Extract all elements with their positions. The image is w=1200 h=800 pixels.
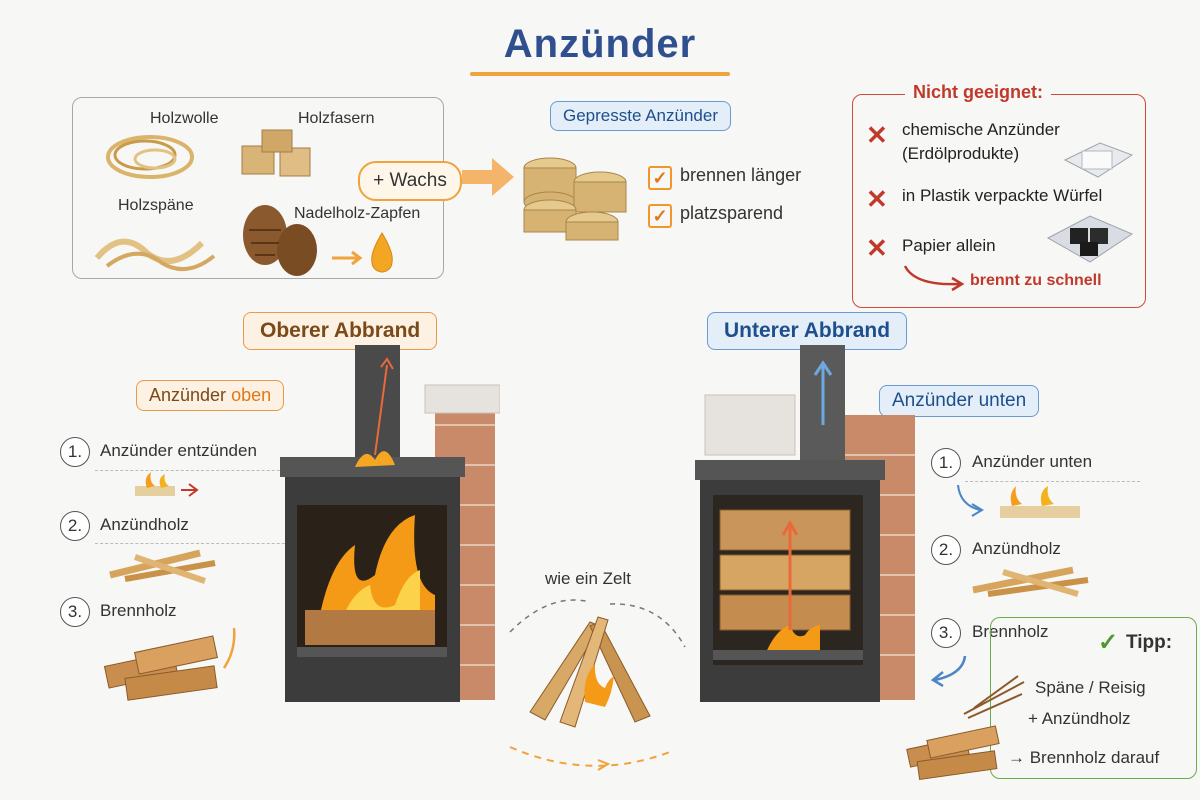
divider bbox=[965, 481, 1140, 482]
bad-item-chemical: chemische Anzünder bbox=[902, 120, 1060, 139]
tip-line-2: + Anzündholz bbox=[1028, 709, 1131, 728]
small-fire-icon bbox=[135, 472, 199, 497]
checkbox-icon: ✓ bbox=[648, 166, 672, 190]
bad-item-plastic: in Plastik verpackte Würfel bbox=[902, 186, 1103, 205]
tag-highlight: oben bbox=[231, 385, 272, 405]
cross-icon: ✕ bbox=[866, 184, 888, 214]
tag-prefix: Anzünder bbox=[149, 385, 232, 405]
wood-fiber-blocks-icon bbox=[241, 129, 311, 177]
top-step-2-text: Anzündholz bbox=[100, 515, 189, 534]
pressed-firelighters-icon bbox=[523, 157, 627, 241]
top-burn-stove-illustration bbox=[280, 345, 500, 702]
plastic-pack-icon bbox=[1063, 142, 1134, 178]
step-number: 1. bbox=[60, 437, 90, 467]
bottom-step-2-text: Anzündholz bbox=[972, 539, 1061, 558]
not-suitable-title: Nicht geeignet: bbox=[905, 82, 1052, 103]
tip-title: Tipp: bbox=[1126, 632, 1173, 653]
benefit-space-saving: platzsparend bbox=[680, 203, 784, 223]
step-number: 3. bbox=[60, 597, 90, 627]
ingredient-zapfen-label: Nadelholz-Zapfen bbox=[294, 205, 421, 222]
kindling-icon bbox=[109, 549, 216, 584]
curved-arrow-red-icon bbox=[903, 265, 965, 292]
divider bbox=[95, 543, 305, 544]
page-title: Anzünder bbox=[503, 22, 697, 66]
bad-item-chemical-note: (Erdölprodukte) bbox=[902, 144, 1020, 163]
curved-arrow-blue-icon bbox=[930, 655, 967, 687]
ingredient-holzwolle-label: Holzwolle bbox=[150, 110, 219, 127]
tip-line-1: Späne / Reisig bbox=[1035, 678, 1146, 697]
checkmark-icon: ✓ bbox=[1098, 629, 1119, 656]
wood-wool-icon bbox=[106, 135, 194, 179]
firelighter-fire-icon bbox=[957, 484, 1080, 518]
tip-panel bbox=[990, 617, 1197, 779]
top-step-1-text: Anzünder entzünden bbox=[100, 441, 257, 460]
pine-cone-icon bbox=[243, 205, 317, 276]
step-number: 2. bbox=[931, 535, 961, 565]
kindling-icon bbox=[972, 566, 1089, 597]
firewood-pile-icon bbox=[906, 725, 1000, 781]
top-step-3-text: Brennholz bbox=[100, 601, 177, 620]
top-burn-label: Oberer Abbrand bbox=[243, 312, 438, 350]
bottom-burn-firelighter-tag: Anzünder unten bbox=[879, 385, 1040, 417]
bad-item-paper: Papier allein bbox=[902, 236, 996, 255]
wax-drop-icon bbox=[332, 232, 393, 273]
divider bbox=[95, 470, 305, 471]
wax-additive-label: + Wachs bbox=[358, 161, 462, 201]
bottom-step-1-text: Anzünder unten bbox=[972, 452, 1093, 471]
paper-burns-fast-note: brennt zu schnell bbox=[970, 272, 1102, 289]
top-burn-firelighter-tag: Anzünder oben bbox=[136, 380, 285, 411]
pressed-firelighter-label: Gepresste Anzünder bbox=[550, 101, 731, 131]
cross-icon: ✕ bbox=[866, 120, 888, 150]
bottom-burn-label: Unterer Abbrand bbox=[707, 312, 908, 350]
step-number: 3. bbox=[931, 618, 961, 648]
cross-icon: ✕ bbox=[866, 233, 888, 263]
step-number: 1. bbox=[931, 448, 961, 478]
ingredient-holzfasern-label: Holzfasern bbox=[298, 110, 375, 127]
step-number: 2. bbox=[60, 511, 90, 541]
tent-fire-illustration bbox=[509, 599, 686, 771]
bottom-burn-stove-illustration bbox=[695, 345, 915, 702]
ingredient-holzspaene-label: Holzspäne bbox=[118, 197, 194, 214]
firewood-pile-icon bbox=[103, 627, 236, 701]
black-cubes-icon bbox=[1046, 215, 1134, 263]
arrow-right-icon bbox=[462, 158, 514, 196]
wood-shavings-icon bbox=[94, 238, 216, 272]
tip-line-3: → Brennholz darauf bbox=[1008, 748, 1160, 767]
benefit-burn-longer: brennen länger bbox=[680, 165, 802, 185]
title-underline bbox=[470, 72, 730, 76]
tent-label: wie ein Zelt bbox=[545, 569, 631, 588]
twigs-icon bbox=[963, 675, 1025, 719]
checkbox-icon: ✓ bbox=[648, 204, 672, 228]
